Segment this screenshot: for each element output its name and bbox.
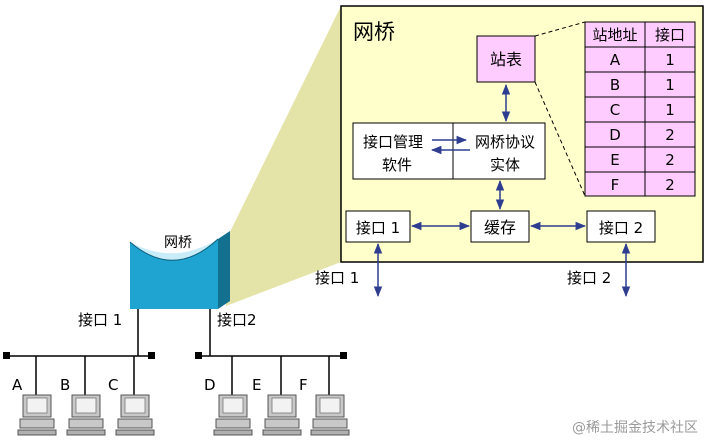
- table-header-address: 站地址: [592, 26, 637, 44]
- mgmt-software-label: 软件: [382, 156, 412, 174]
- right-port-label: 接口2: [217, 311, 257, 329]
- table-cell-address: E: [610, 151, 619, 169]
- station-table-label: 站表: [490, 50, 522, 69]
- protocol-entity-label: 网桥协议: [475, 133, 535, 151]
- lan-segment-left: [3, 352, 155, 396]
- table-cell-address: F: [611, 176, 620, 194]
- port2-out-label: 接口 2: [567, 269, 611, 287]
- left-port-label: 接口 1: [78, 311, 122, 329]
- port2-box-label: 接口 2: [599, 219, 643, 237]
- bridge-device-icon: [129, 231, 230, 309]
- computer-icon: [66, 394, 106, 436]
- computer-icon: [17, 394, 57, 436]
- table-cell-port: 2: [665, 176, 675, 194]
- station-table-box: [476, 35, 536, 83]
- table-cell-address: D: [609, 126, 621, 144]
- table-cell-port: 2: [665, 126, 675, 144]
- computer-icon: [213, 394, 253, 436]
- station-label: A: [12, 376, 23, 394]
- station-address-table: 站地址 接口 A 1 B 1 C 1 D 2 E 2 F 2: [584, 21, 696, 197]
- zoom-cone: [226, 6, 341, 306]
- table-cell-address: A: [610, 51, 621, 69]
- port1-box-label: 接口 1: [356, 219, 400, 237]
- table-cell-port: 1: [665, 51, 675, 69]
- station-label: E: [252, 376, 261, 394]
- lan-segment-right: [195, 352, 347, 396]
- table-cell-port: 1: [665, 76, 675, 94]
- port1-box: [345, 210, 411, 243]
- table-zoom-line: [534, 21, 586, 37]
- protocol-entity-label: 实体: [490, 156, 520, 174]
- bridge-icon-label: 网桥: [164, 235, 192, 251]
- mgmt-software-label: 接口管理: [363, 133, 423, 151]
- table-cell-address: C: [610, 101, 620, 119]
- table-header-port: 接口: [655, 26, 685, 44]
- computer-icon: [310, 394, 350, 436]
- port2-box: [586, 210, 656, 243]
- table-cell-port: 1: [665, 101, 675, 119]
- computer-icon: [115, 394, 155, 436]
- port1-out-label: 接口 1: [315, 269, 359, 287]
- station-label: F: [299, 376, 308, 394]
- table-cell-port: 2: [665, 151, 675, 169]
- station-label: D: [204, 376, 216, 394]
- software-protocol-block: [352, 122, 546, 180]
- table-cell-address: B: [610, 76, 620, 94]
- buffer-label: 缓存: [484, 218, 516, 237]
- computer-icon: [262, 394, 302, 436]
- station-label: C: [108, 376, 118, 394]
- buffer-box: [470, 210, 530, 243]
- station-label: B: [60, 376, 70, 394]
- watermark: @稀土掘金技术社区: [572, 420, 698, 436]
- bridge-panel-title: 网桥: [353, 20, 395, 44]
